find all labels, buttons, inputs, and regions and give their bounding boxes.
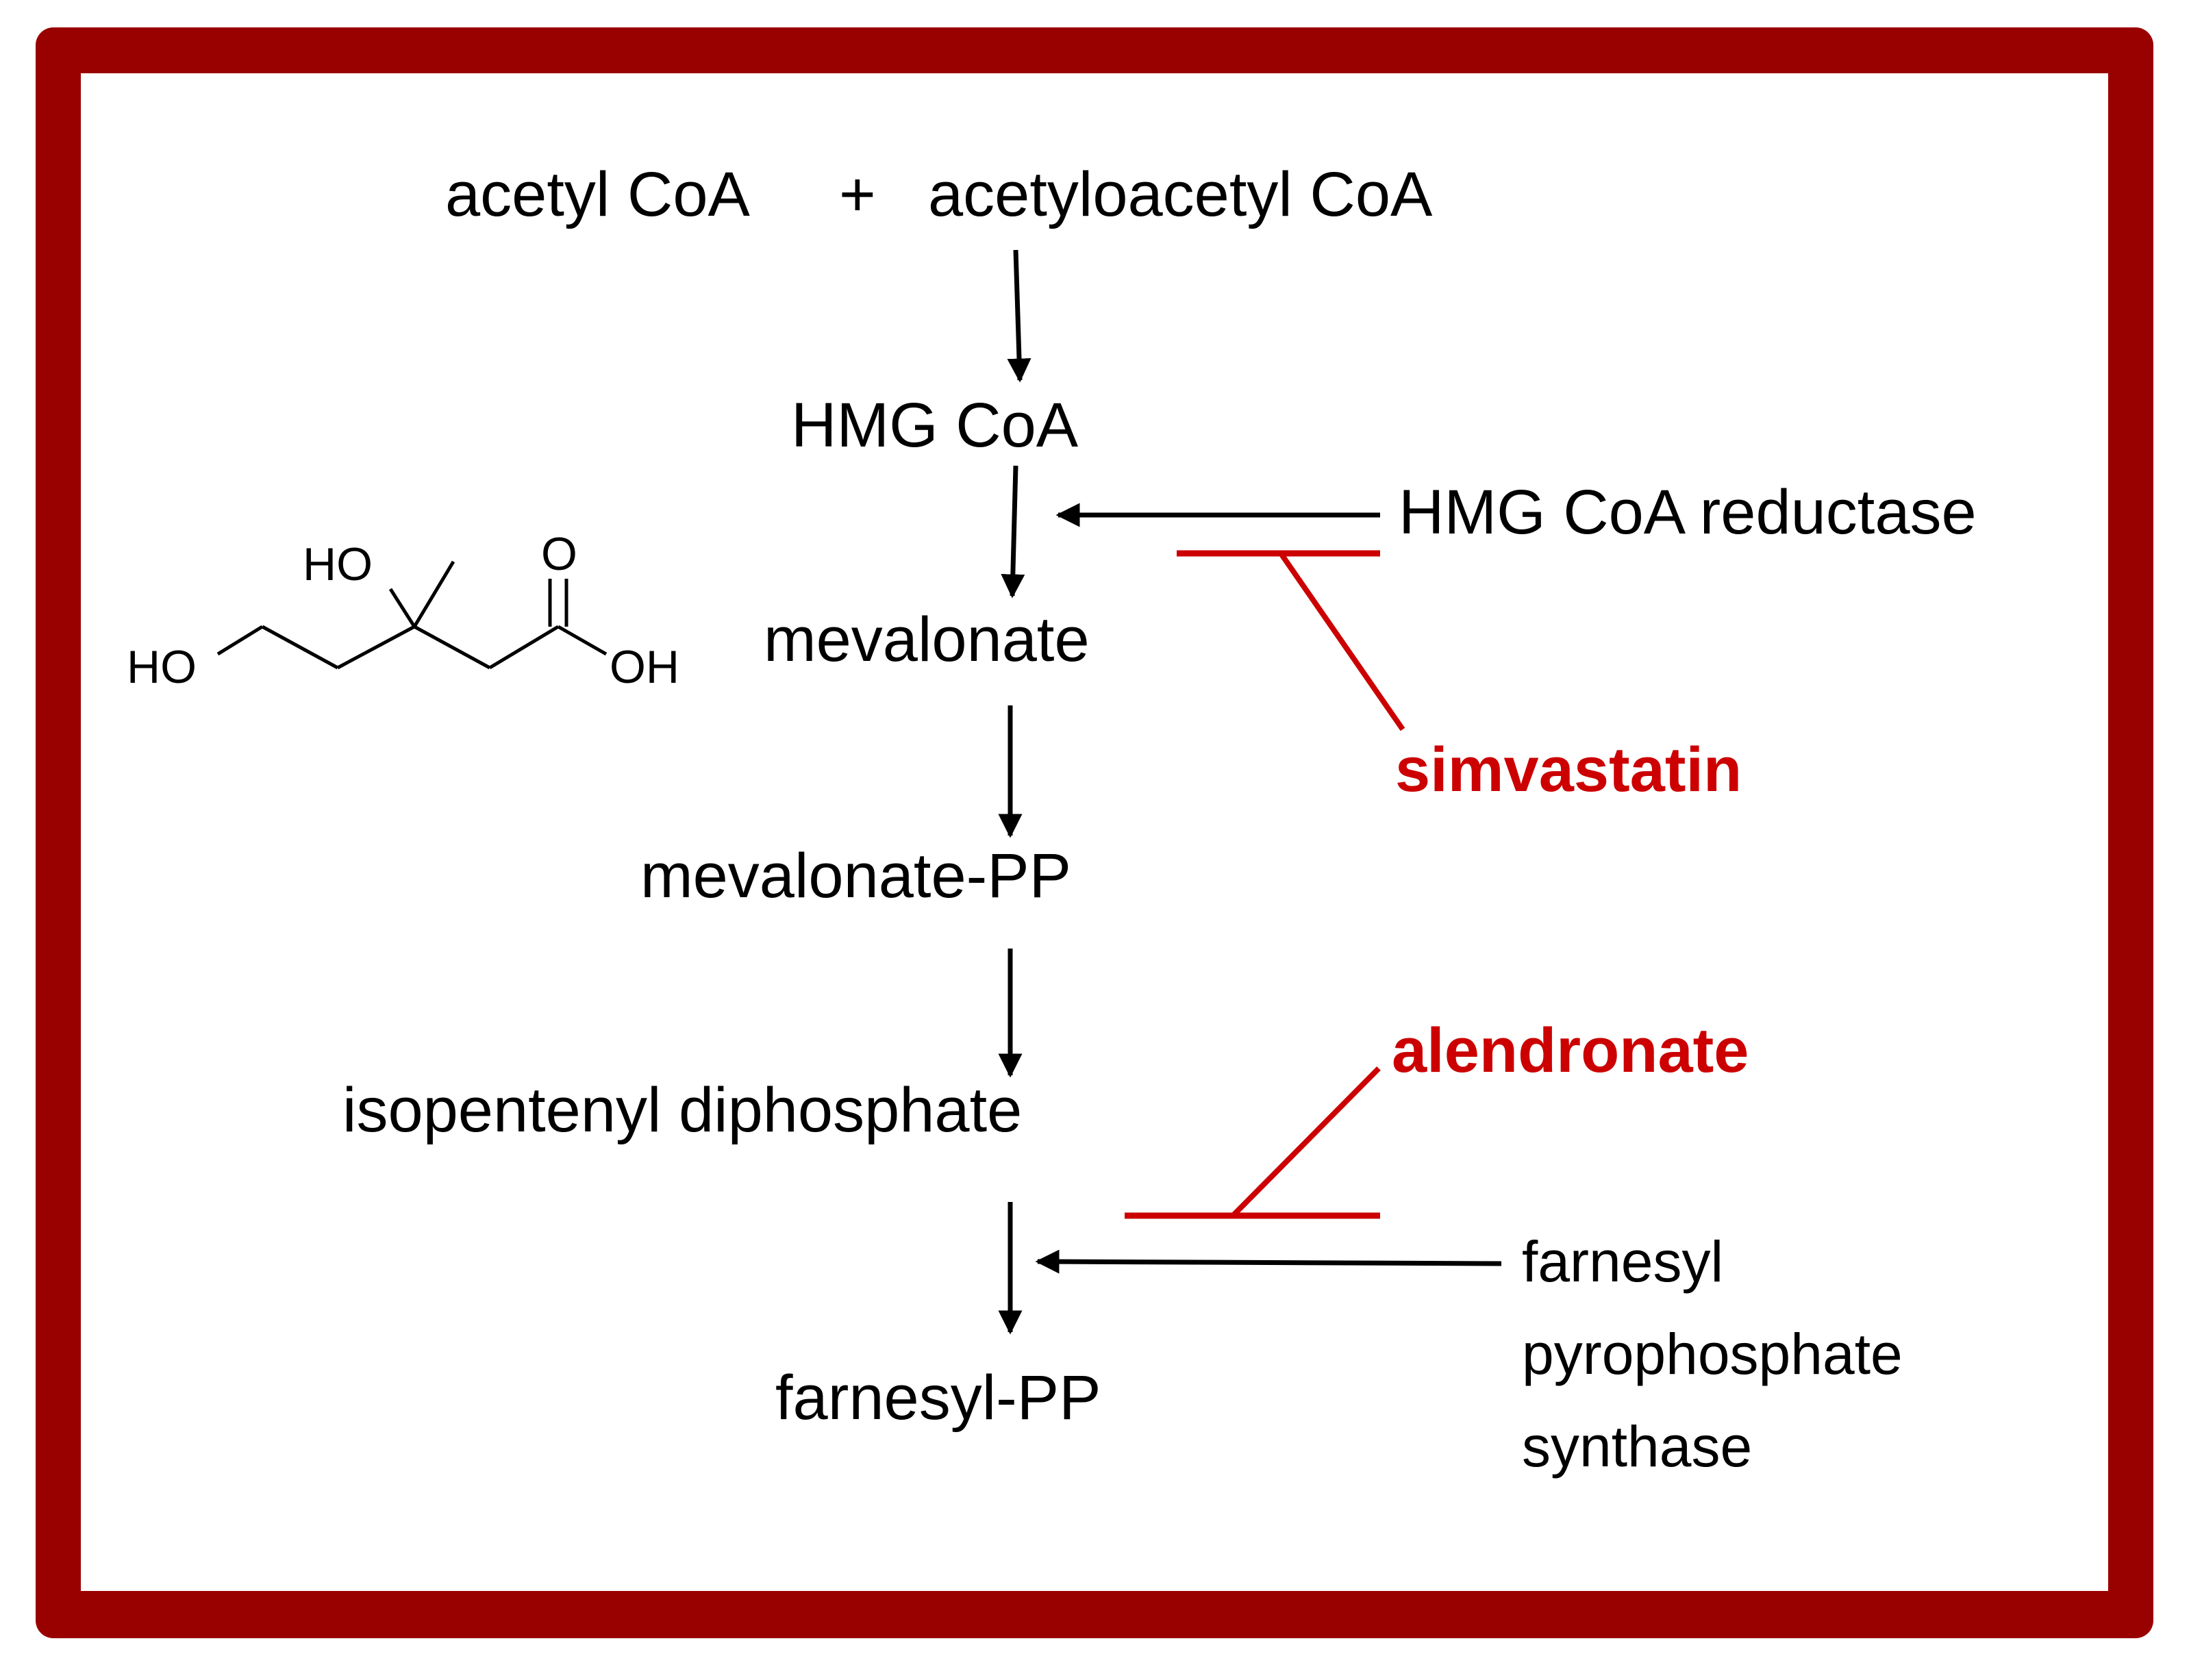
alendronate-inhibition-bar	[1125, 1066, 1381, 1219]
step-farnesyl-pp: farnesyl-PP	[775, 1363, 1101, 1433]
inhibitor-alendronate: alendronate	[1392, 1016, 1749, 1086]
step-isopentenyl-diphosphate: isopentenyl diphosphate	[342, 1075, 1023, 1145]
substrate-acetyl-coa: acetyl CoA	[445, 160, 750, 229]
enzyme-fpps-line-2: pyrophosphate	[1522, 1322, 1903, 1386]
atom-o: O	[541, 528, 577, 580]
mevalonate-structure	[216, 560, 608, 670]
atom-oh: OH	[610, 641, 679, 693]
plus-sign: +	[839, 160, 876, 229]
enzyme-fpps-line-1: farnesyl	[1522, 1229, 1724, 1294]
substrate-acetyloacetyl-coa: acetyloacetyl CoA	[928, 160, 1433, 229]
inhibitor-simvastatin: simvastatin	[1395, 735, 1742, 805]
diagram-canvas	[81, 73, 2108, 1591]
arrow-fpps	[1035, 1249, 1502, 1274]
arrow-hmg-to-mevalonate	[1001, 465, 1025, 599]
step-mevalonate-pp: mevalonate-PP	[640, 841, 1071, 911]
step-mevalonate: mevalonate	[764, 605, 1090, 675]
atom-ho-left: HO	[127, 641, 197, 693]
simvastatin-inhibition-bar	[1177, 550, 1405, 731]
enzyme-fpps-line-3: synthase	[1522, 1414, 1753, 1479]
arrow-acetyl-to-hmg	[1007, 249, 1031, 383]
atom-ho-top: HO	[303, 538, 373, 590]
step-hmg-coa: HMG CoA	[791, 390, 1079, 460]
enzyme-hmg-coa-reductase: HMG CoA reductase	[1399, 477, 1977, 547]
